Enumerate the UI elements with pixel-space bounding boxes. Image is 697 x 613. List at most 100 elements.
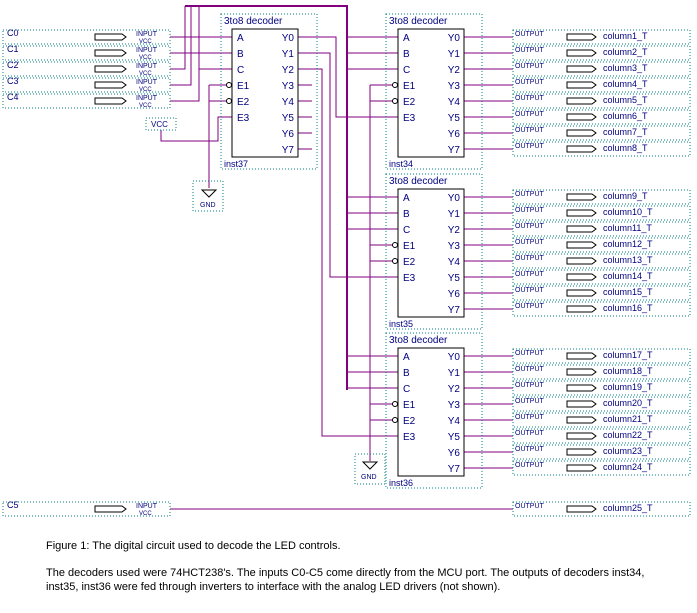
output-pin-label: column23_T: [603, 446, 653, 456]
output-pin-frame: [512, 61, 691, 77]
decoder-body: [231, 28, 299, 158]
decoder-output-label: Y7: [448, 464, 461, 475]
decoder-title: 3to8 decoder: [389, 16, 448, 27]
input-pin-symbol: [94, 33, 127, 41]
output-pin-frame: [512, 269, 691, 285]
decoder-frame: [385, 13, 483, 170]
output-pin-frame: [512, 221, 691, 237]
output-pin-frame: [512, 253, 691, 269]
output-pin-label: column19_T: [603, 382, 653, 392]
output-pin-symbol: [566, 81, 597, 89]
vcc-frame: [145, 117, 177, 131]
decoder-input-label: A: [403, 193, 410, 204]
decoder-input-label: B: [403, 49, 410, 60]
output-pin-tag: OUTPUT: [515, 127, 545, 134]
output-pin-tag: OUTPUT: [515, 350, 545, 357]
inversion-bubble: [392, 401, 398, 407]
output-pin-frame: [512, 501, 691, 517]
decoder-output-label: Y1: [448, 209, 461, 220]
output-pin-frame: [512, 428, 691, 444]
output-pin-symbol: [566, 464, 597, 472]
output-pin-tag: OUTPUT: [515, 255, 545, 262]
gnd-frame: [192, 180, 224, 212]
output-pin-tag: OUTPUT: [515, 207, 545, 214]
input-pin-tag: INPUT: [136, 47, 158, 54]
output-pin-frame: [512, 205, 691, 221]
output-pin-label: column7_T: [603, 127, 648, 137]
input-pin-sub: VCC: [139, 39, 152, 45]
decoder-output-label: Y2: [282, 65, 295, 76]
wires: [160, 5, 513, 510]
decoder-output-label: Y4: [282, 97, 295, 108]
decoder-output-label: Y4: [448, 97, 461, 108]
output-pin-label: column13_T: [603, 255, 653, 265]
input-pin-frame: [2, 29, 171, 45]
decoder-output-label: Y6: [448, 448, 461, 459]
decoder-input-label: E3: [403, 113, 416, 124]
decoder-input-label: E3: [403, 273, 416, 284]
output-pin-label: column24_T: [603, 462, 653, 472]
vcc-label: VCC: [151, 120, 168, 129]
output-pin-symbol: [566, 505, 597, 513]
output-pin-tag: OUTPUT: [515, 143, 545, 150]
decoder-output-label: Y5: [448, 113, 461, 124]
input-pin-frame: [2, 501, 171, 517]
output-pin-tag: OUTPUT: [515, 430, 545, 437]
decoder-blocks: 3to8 decoderABCE1E2E3Y0Y1Y2Y3Y4Y5Y6Y7ins…: [220, 13, 483, 489]
output-pin-symbol: [566, 448, 597, 456]
input-pin-label: C1: [7, 44, 19, 54]
decoder-output-label: Y7: [448, 145, 461, 156]
decoder-output-label: Y2: [448, 65, 461, 76]
decoder-output-label: Y1: [282, 49, 295, 60]
wire: [160, 116, 232, 142]
output-pin-symbol: [566, 416, 597, 424]
output-pin-symbol: [566, 33, 597, 41]
wire: [170, 6, 186, 70]
decoder-output-label: Y6: [282, 129, 295, 140]
output-pin-frame: [512, 125, 691, 141]
wire: [298, 68, 398, 437]
input-pin-sub: VCC: [139, 103, 152, 109]
output-pin-frame: [512, 237, 691, 253]
output-pin-tag: OUTPUT: [515, 31, 545, 38]
decoder-input-label: E1: [403, 81, 416, 92]
output-pin-tag: OUTPUT: [515, 63, 545, 70]
output-pin-symbol: [566, 368, 597, 376]
input-pin-tag: INPUT: [136, 63, 158, 70]
decoder-output-label: Y0: [282, 33, 295, 44]
decoder-input-label: B: [237, 49, 244, 60]
input-pin-tag: INPUT: [136, 503, 158, 510]
decoder-instance-label: inst36: [389, 478, 413, 488]
output-pin-tag: OUTPUT: [515, 47, 545, 54]
output-pin-frame: [512, 396, 691, 412]
inversion-bubble: [392, 82, 398, 88]
output-pin-frame: [512, 364, 691, 380]
output-pin-label: column1_T: [603, 31, 648, 41]
decoder-output-label: Y6: [448, 129, 461, 140]
input-pin-symbol: [94, 81, 127, 89]
decoder-input-label: C: [403, 225, 410, 236]
output-pin-label: column21_T: [603, 414, 653, 424]
output-pin-tag: OUTPUT: [515, 191, 545, 198]
output-pin-tag: OUTPUT: [515, 503, 545, 510]
decoder-output-label: Y2: [448, 225, 461, 236]
decoder-output-label: Y7: [448, 305, 461, 316]
output-pin-tag: OUTPUT: [515, 223, 545, 230]
output-pin-frame: [512, 189, 691, 205]
output-pin-frame: [512, 460, 691, 476]
decoder-input-label: E2: [403, 257, 416, 268]
gnd-symbol: [361, 461, 379, 470]
decoder-output-label: Y3: [448, 81, 461, 92]
decoder-input-label: B: [403, 209, 410, 220]
wire: [170, 6, 200, 102]
output-pin-frame: [512, 301, 691, 317]
input-pin-frame: [2, 93, 171, 109]
inversion-bubble: [392, 417, 398, 423]
output-pin-symbol: [566, 400, 597, 408]
decoder-output-label: Y1: [448, 368, 461, 379]
output-pin-label: column16_T: [603, 303, 653, 313]
input-pin-sub: VCC: [139, 55, 152, 61]
output-pin-frame: [512, 45, 691, 61]
